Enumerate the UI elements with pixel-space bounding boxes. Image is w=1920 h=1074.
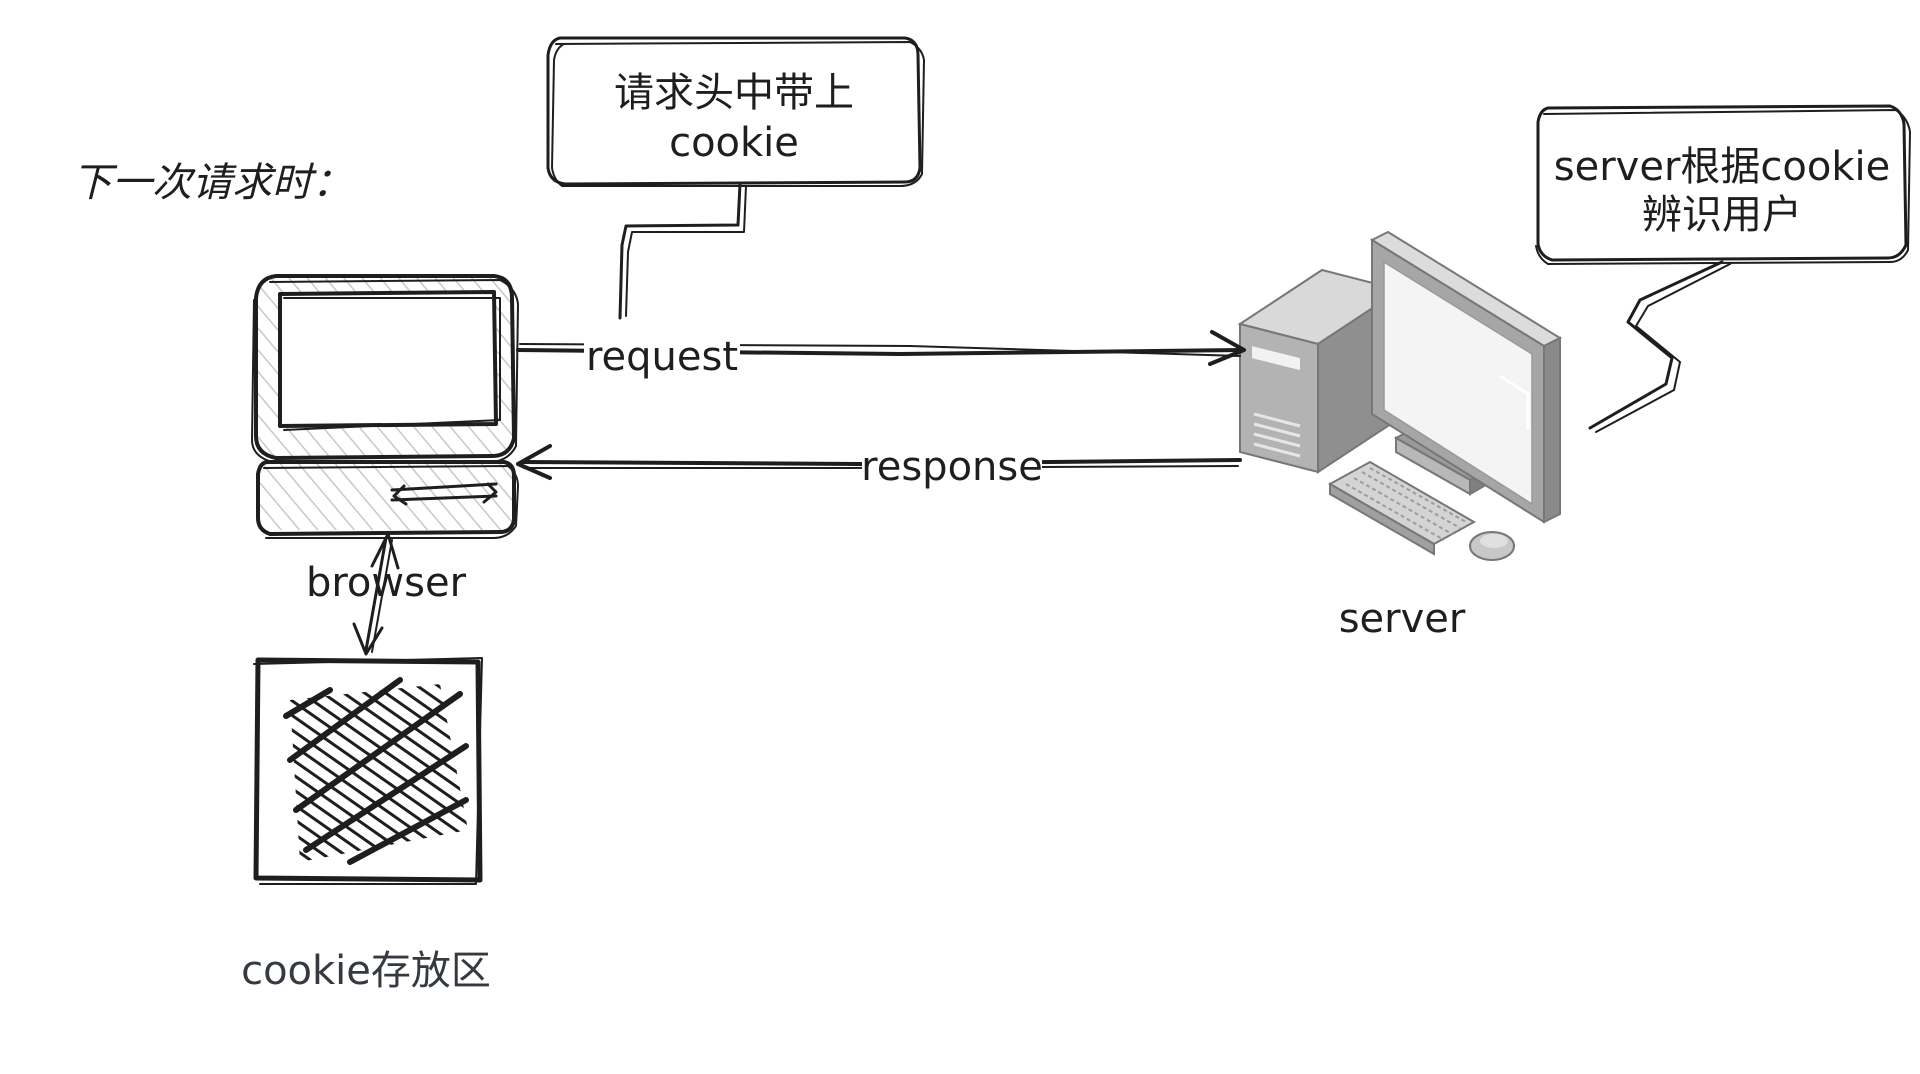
callout-request-line2: cookie xyxy=(669,120,799,166)
server-workstation-icon xyxy=(1237,230,1563,561)
desktop-computer-icon xyxy=(251,274,519,539)
server-label: server xyxy=(1339,596,1466,642)
response-arrow xyxy=(516,444,1242,480)
callout-request-pointer xyxy=(618,182,742,320)
callout-request-line1: 请求头中带上 xyxy=(614,70,854,116)
storage-box-icon xyxy=(253,657,483,885)
callout-server-identify: server根据cookie 辨识用户 xyxy=(1535,104,1911,433)
callout-request-header: 请求头中带上 cookie xyxy=(546,36,925,320)
page-heading: 下一次请求时： xyxy=(72,160,352,206)
cookie-store-label: cookie存放区 xyxy=(241,948,491,994)
callout-server-pointer xyxy=(1588,260,1724,430)
callout-server-line2: 辨识用户 xyxy=(1642,192,1802,238)
callout-server-line1: server根据cookie xyxy=(1554,144,1890,190)
browser-cookie-link-arrow xyxy=(352,532,400,656)
browser-label: browser xyxy=(306,560,467,606)
response-label: response xyxy=(861,444,1043,490)
request-label: request xyxy=(586,334,738,380)
